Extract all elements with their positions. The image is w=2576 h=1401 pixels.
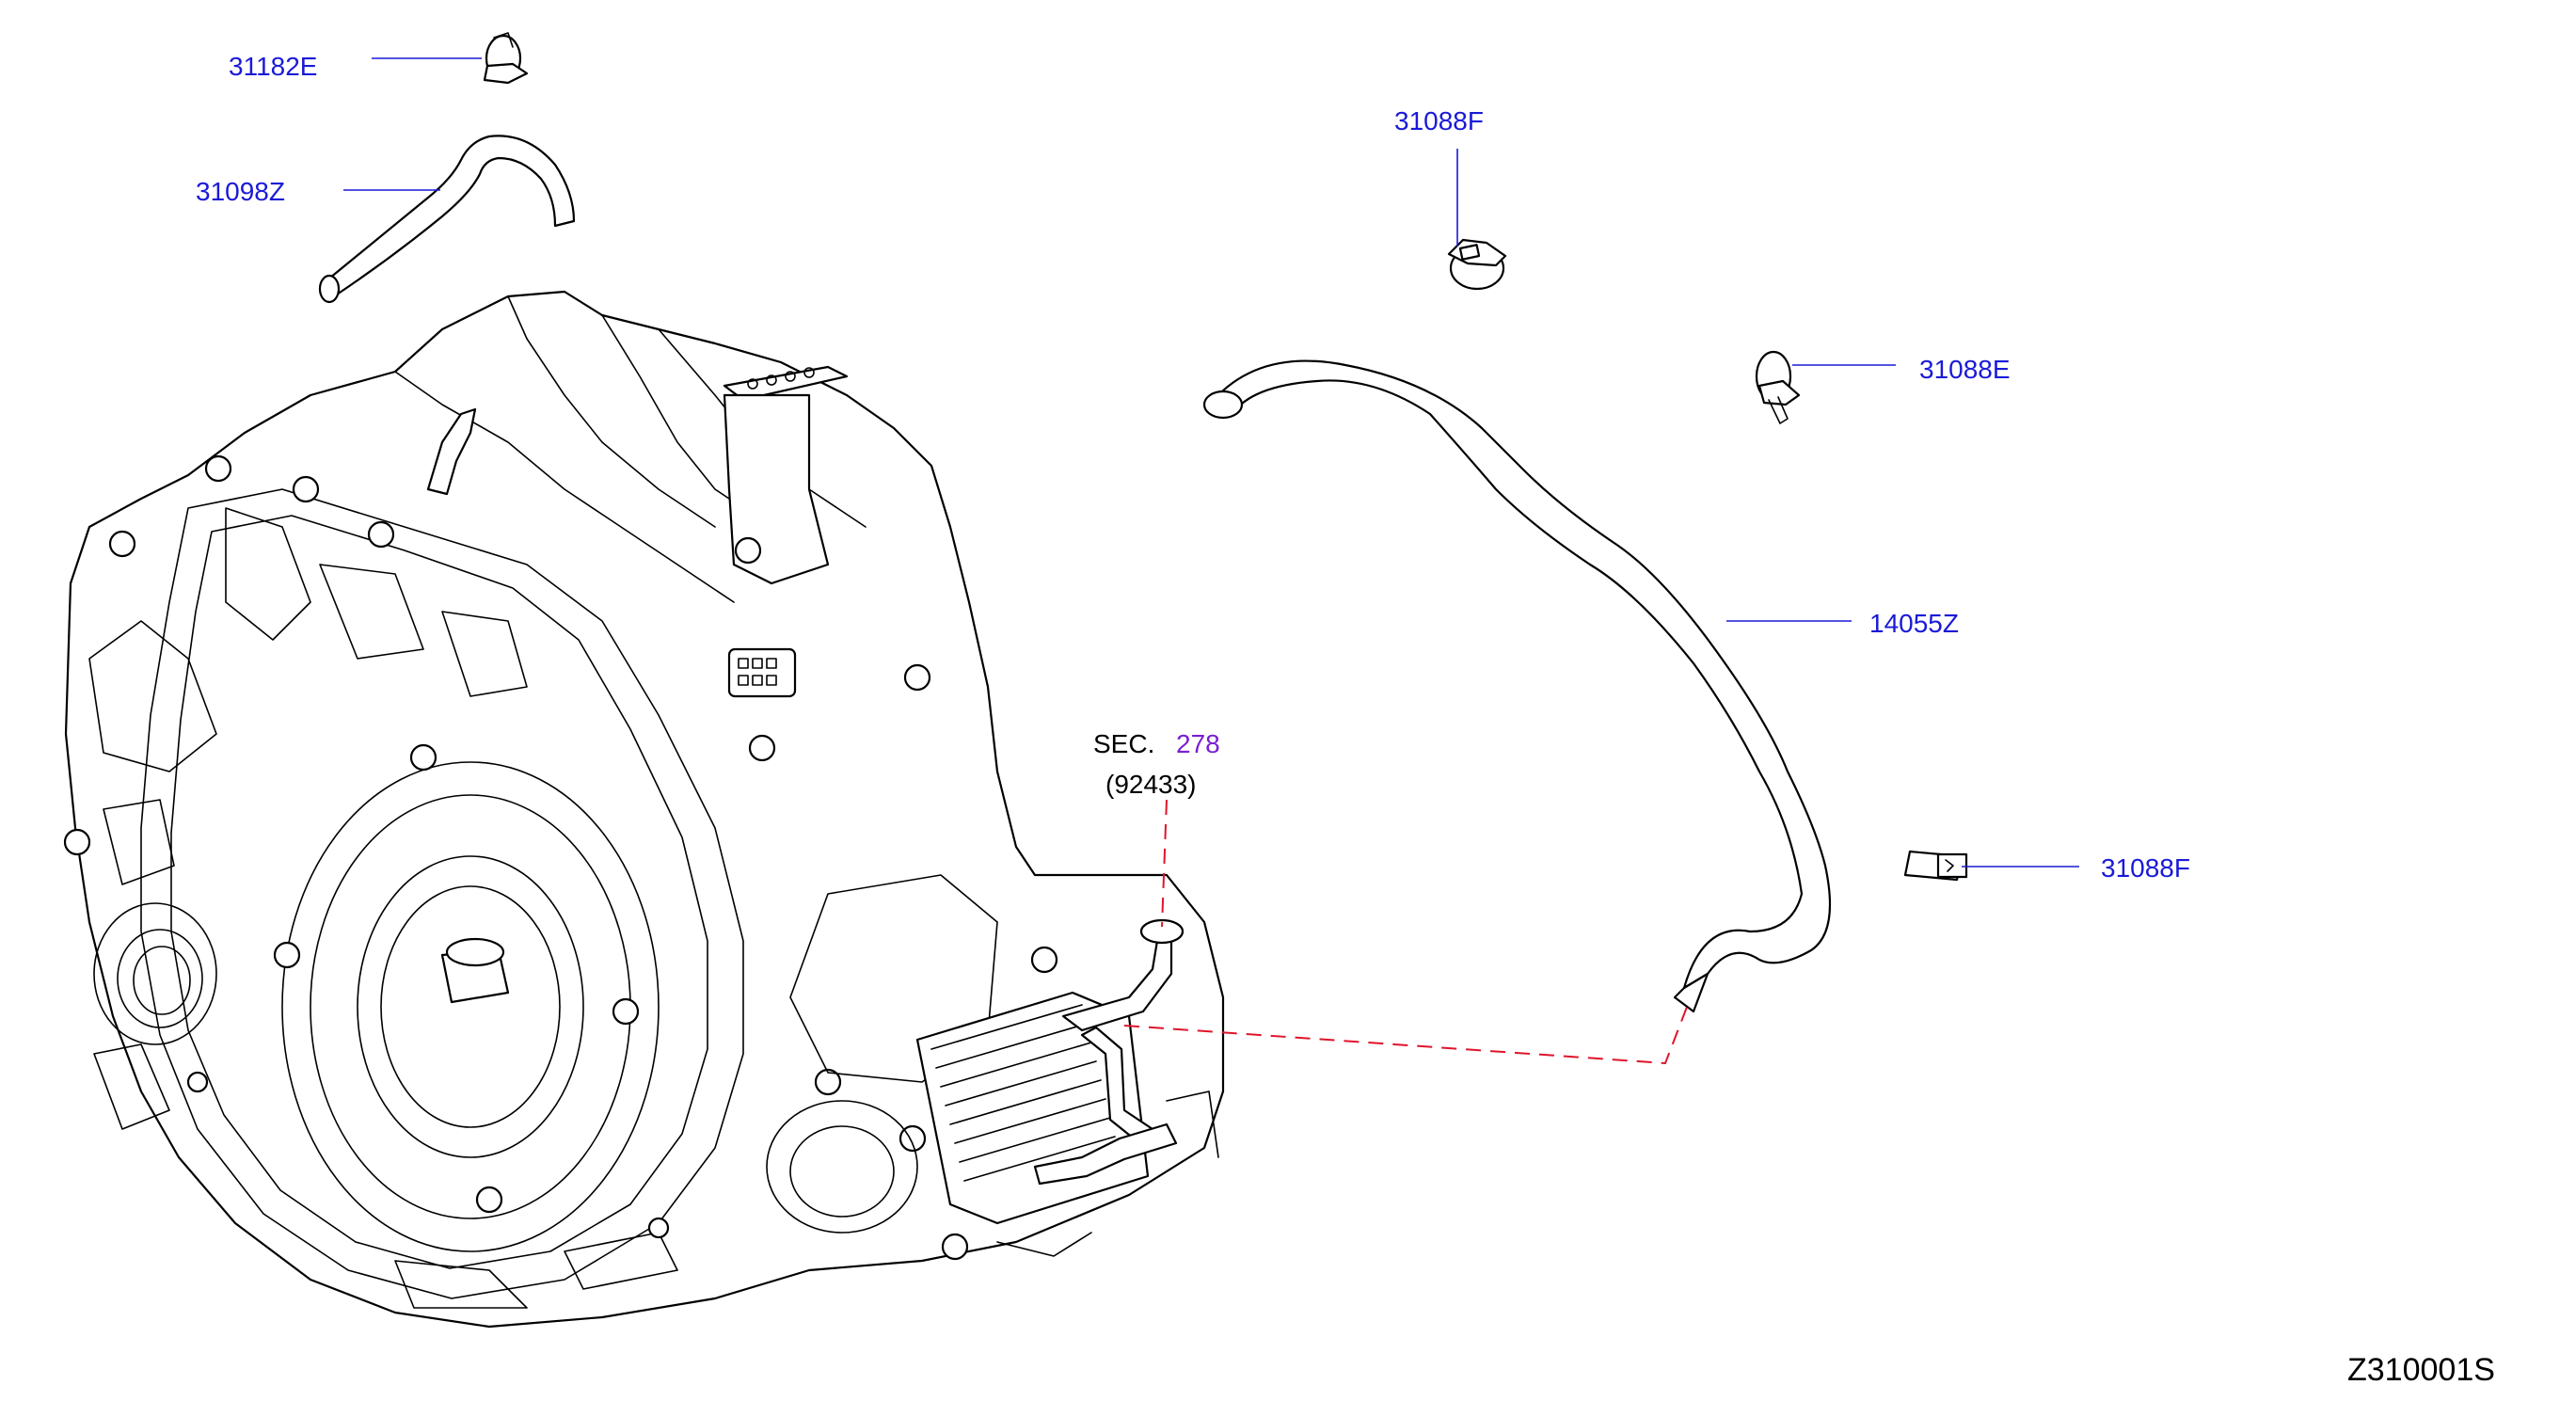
callout-31182e[interactable]: 31182E — [229, 52, 317, 81]
hose-end-icon — [1673, 972, 1709, 1013]
dashed-guide-line — [1123, 799, 1690, 1065]
section-prefix: SEC. — [1093, 729, 1154, 758]
clip-31088f-side-drawing — [1903, 850, 1968, 882]
section-number-link[interactable]: 278 — [1176, 729, 1220, 758]
callout-31088f-top[interactable]: 31088F — [1394, 106, 1484, 135]
breather-hose-14055z-drawing — [1212, 359, 1832, 990]
callout-14055z[interactable]: 14055Z — [1869, 609, 1959, 638]
bolt-icon — [63, 454, 1058, 1261]
clamp-31088e-drawing — [1755, 350, 1801, 424]
connector-icon — [727, 647, 797, 698]
transmission-assembly-drawing — [63, 290, 1225, 1329]
callout-31088f-side[interactable]: 31088F — [2101, 853, 2190, 883]
hose-end-icon — [1202, 390, 1244, 420]
hose-end-icon — [318, 274, 341, 304]
breather-hose-small-drawing — [323, 135, 576, 298]
callout-31088e[interactable]: 31088E — [1919, 355, 2011, 384]
section-part-number: (92433) — [1105, 770, 1197, 799]
oil-cooler-drawing — [915, 918, 1185, 1225]
clamp-31182e-drawing — [483, 32, 529, 85]
callout-31098z[interactable]: 31098Z — [196, 177, 285, 206]
clamp-31088f-top-drawing — [1447, 238, 1507, 291]
diagram-code: Z310001S — [2347, 1352, 2495, 1388]
